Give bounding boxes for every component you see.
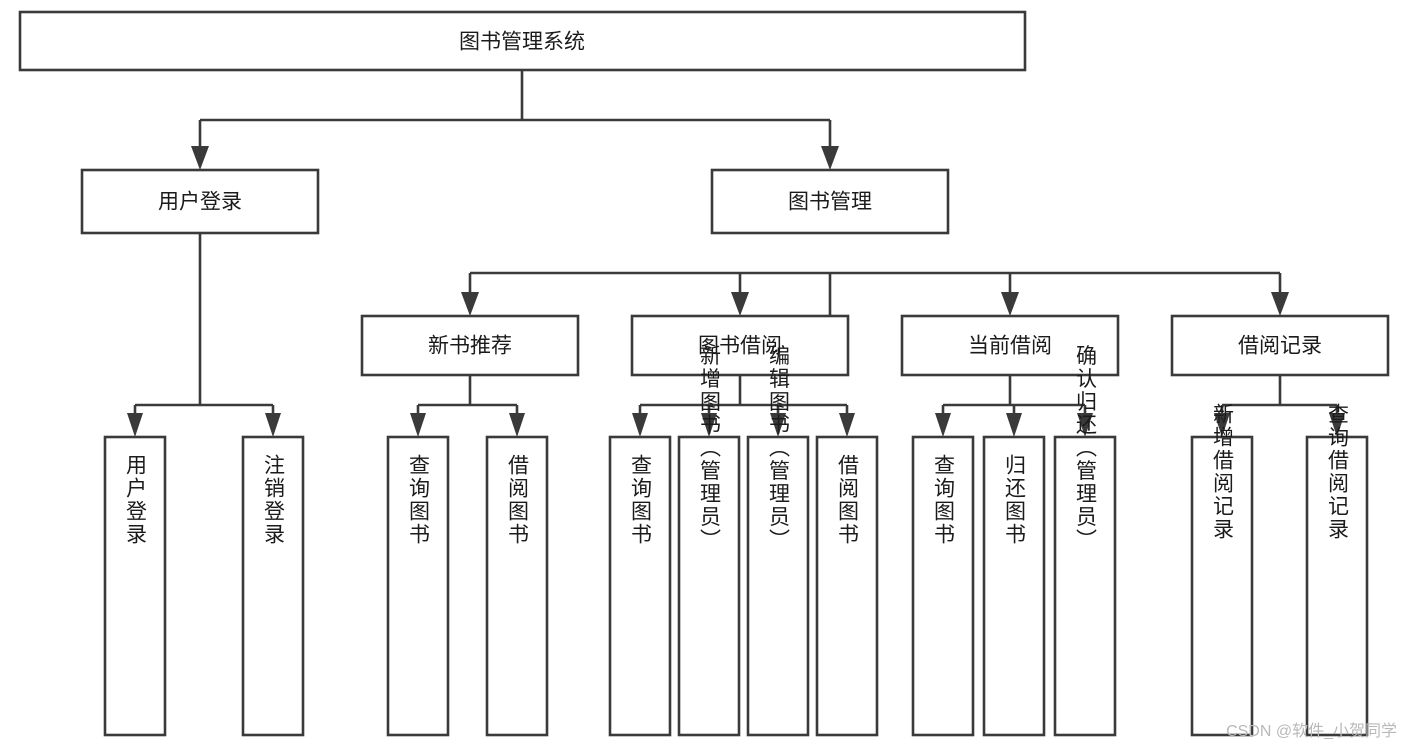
node-leaf-borrow-book-recommend[interactable]: 借阅图书 <box>485 435 549 737</box>
node-leaf-add-book-admin-box[interactable] <box>677 435 741 737</box>
node-leaf-query-book-borrow-box[interactable] <box>608 435 672 737</box>
arrow-head-user-login <box>191 146 209 170</box>
arrow-head-leaf-query-book-recommend <box>410 413 426 437</box>
arrow-head-current-borrow <box>1001 292 1019 316</box>
node-leaf-add-borrow-record-label: 新增借阅记录 <box>1211 403 1235 541</box>
arrow-head-book-management <box>821 146 839 170</box>
node-leaf-confirm-return-admin-label: 确认归还（管理员） <box>1074 345 1098 552</box>
arrow-head-leaf-add-book-admin <box>701 413 717 437</box>
node-leaf-add-borrow-record-box[interactable] <box>1190 435 1254 737</box>
arrow-head-leaf-user-login <box>127 413 143 437</box>
arrow-head-leaf-borrow-book <box>839 413 855 437</box>
node-leaf-borrow-book[interactable]: 借阅图书 <box>815 435 879 737</box>
node-leaf-logout-login-label: 注销登录 <box>262 454 286 546</box>
node-leaf-edit-book-admin-label: 编辑图书（管理员） <box>767 345 791 552</box>
node-book-management-label: 图书管理 <box>788 191 872 214</box>
node-leaf-query-book-current-box[interactable] <box>911 435 975 737</box>
arrow-head-book-borrow <box>731 292 749 316</box>
arrow-head-leaf-logout-login <box>265 413 281 437</box>
node-leaf-edit-book-admin[interactable]: 编辑图书（管理员） <box>746 345 810 737</box>
csdn-watermark: CSDN @软件_小贺同学 <box>1226 723 1397 740</box>
node-leaf-user-login[interactable]: 用户登录 <box>103 435 167 737</box>
arrow-head-leaf-confirm-return-admin <box>1077 413 1093 437</box>
node-book-borrow-label: 图书借阅 <box>698 335 782 358</box>
node-leaf-user-login-box[interactable] <box>103 435 167 737</box>
node-leaf-borrow-book-recommend-label: 借阅图书 <box>506 454 530 546</box>
node-leaf-query-book-recommend[interactable]: 查询图书 <box>386 435 450 737</box>
arrow-head-leaf-edit-book-admin <box>770 413 786 437</box>
node-new-book-recommend-box[interactable] <box>360 314 580 377</box>
node-leaf-add-book-admin[interactable]: 新增图书（管理员） <box>677 345 741 737</box>
node-leaf-borrow-book-recommend-box[interactable] <box>485 435 549 737</box>
node-root-box[interactable] <box>18 10 1027 72</box>
node-leaf-logout-login-box[interactable] <box>241 435 305 737</box>
node-book-management-box[interactable] <box>710 168 950 235</box>
node-current-borrow-box[interactable] <box>900 314 1120 377</box>
arrow-head-leaf-borrow-book-recommend <box>509 413 525 437</box>
node-leaf-return-book-label: 归还图书 <box>1003 454 1027 546</box>
node-leaf-add-borrow-record[interactable]: 新增借阅记录 <box>1190 403 1254 737</box>
node-user-login[interactable]: 用户登录 <box>80 168 320 235</box>
node-current-borrow[interactable]: 当前借阅 <box>900 314 1120 377</box>
node-user-login-label: 用户登录 <box>158 191 242 214</box>
node-leaf-query-borrow-record[interactable]: 查询借阅记录 <box>1305 403 1369 737</box>
node-leaf-add-book-admin-label: 新增图书（管理员） <box>698 345 722 552</box>
node-new-book-recommend[interactable]: 新书推荐 <box>360 314 580 377</box>
node-borrow-record-label: 借阅记录 <box>1238 335 1322 358</box>
node-leaf-query-book-borrow[interactable]: 查询图书 <box>608 435 672 737</box>
node-leaf-query-book-recommend-box[interactable] <box>386 435 450 737</box>
node-user-login-box[interactable] <box>80 168 320 235</box>
arrow-head-borrow-record <box>1271 292 1289 316</box>
arrow-head-leaf-add-borrow-record <box>1214 413 1230 437</box>
arrow-head-leaf-query-borrow-record <box>1329 413 1345 437</box>
node-borrow-record-box[interactable] <box>1170 314 1390 377</box>
arrow-head-leaf-return-book <box>1006 413 1022 437</box>
node-book-borrow[interactable]: 图书借阅 <box>630 314 850 377</box>
node-book-management[interactable]: 图书管理 <box>710 168 950 235</box>
node-leaf-return-book-box[interactable] <box>982 435 1046 737</box>
node-leaf-borrow-book-box[interactable] <box>815 435 879 737</box>
node-leaf-user-login-label: 用户登录 <box>124 454 148 546</box>
node-borrow-record[interactable]: 借阅记录 <box>1170 314 1390 377</box>
node-current-borrow-label: 当前借阅 <box>968 335 1052 358</box>
node-leaf-query-book-recommend-label: 查询图书 <box>407 454 431 546</box>
node-leaf-logout-login[interactable]: 注销登录 <box>241 435 305 737</box>
node-leaf-borrow-book-label: 借阅图书 <box>836 454 860 546</box>
node-leaf-query-borrow-record-label: 查询借阅记录 <box>1326 403 1350 541</box>
arrow-head-leaf-query-book-borrow <box>632 413 648 437</box>
node-leaf-edit-book-admin-box[interactable] <box>746 435 810 737</box>
node-leaf-query-book-borrow-label: 查询图书 <box>629 454 653 546</box>
node-leaf-return-book[interactable]: 归还图书 <box>982 435 1046 737</box>
node-new-book-recommend-label: 新书推荐 <box>428 335 512 358</box>
node-leaf-query-borrow-record-box[interactable] <box>1305 435 1369 737</box>
node-root[interactable]: 图书管理系统 <box>18 10 1027 72</box>
node-leaf-query-book-current-label: 查询图书 <box>932 454 956 546</box>
node-leaf-confirm-return-admin-box[interactable] <box>1053 435 1117 737</box>
node-leaf-confirm-return-admin[interactable]: 确认归还（管理员） <box>1053 345 1117 737</box>
node-root-label: 图书管理系统 <box>459 31 585 54</box>
arrow-head-new-book-recommend <box>461 292 479 316</box>
connector-layer <box>127 70 1345 437</box>
node-leaf-query-book-current[interactable]: 查询图书 <box>911 435 975 737</box>
node-book-borrow-box[interactable] <box>630 314 850 377</box>
arrow-head-leaf-query-book-current <box>935 413 951 437</box>
